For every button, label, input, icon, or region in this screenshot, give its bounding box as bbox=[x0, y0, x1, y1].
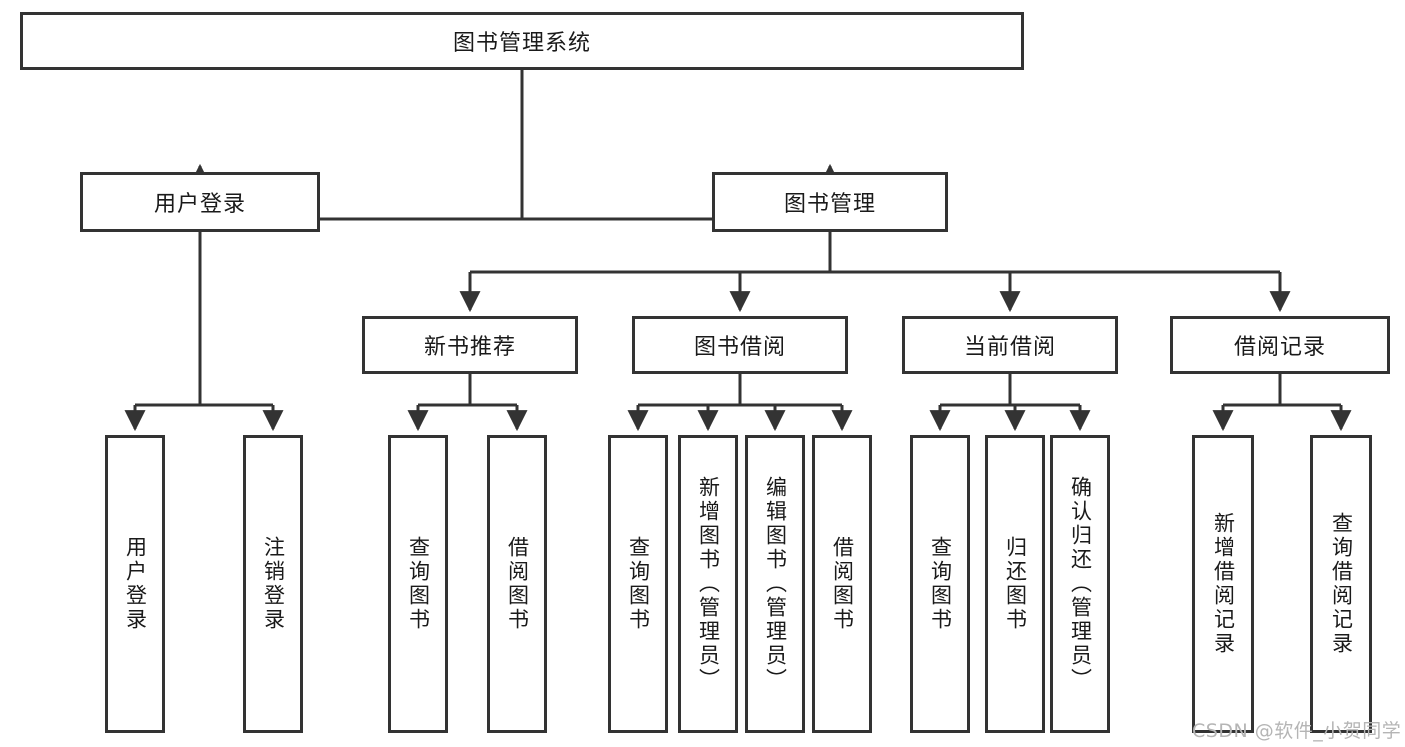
leaf-add-book-admin[interactable]: 新增图书（管理员） bbox=[678, 435, 738, 733]
leaf-edit-book-admin[interactable]: 编辑图书（管理员） bbox=[745, 435, 805, 733]
leaf-search-book-new-label: 查询图书 bbox=[406, 536, 431, 632]
leaf-confirm-return-admin[interactable]: 确认归还（管理员） bbox=[1050, 435, 1110, 733]
node-new-book-recommend-label: 新书推荐 bbox=[423, 335, 516, 360]
leaf-user-login-label: 用户登录 bbox=[123, 536, 148, 632]
node-current-borrow-label: 当前借阅 bbox=[963, 335, 1056, 360]
node-book-borrow[interactable]: 图书借阅 bbox=[632, 316, 848, 374]
node-borrow-record[interactable]: 借阅记录 bbox=[1170, 316, 1390, 374]
leaf-edit-book-admin-label: 编辑图书（管理员） bbox=[763, 476, 788, 692]
node-root[interactable]: 图书管理系统 bbox=[20, 12, 1024, 70]
leaf-search-borrow-record[interactable]: 查询借阅记录 bbox=[1310, 435, 1372, 733]
leaf-logout[interactable]: 注销登录 bbox=[243, 435, 303, 733]
leaf-borrow-book-label: 借阅图书 bbox=[830, 536, 855, 632]
leaf-add-book-admin-label: 新增图书（管理员） bbox=[696, 476, 721, 692]
leaf-search-book-borrow-label: 查询图书 bbox=[626, 536, 651, 632]
node-book-management[interactable]: 图书管理 bbox=[712, 172, 948, 232]
leaf-search-book-borrow[interactable]: 查询图书 bbox=[608, 435, 668, 733]
leaf-search-book-current[interactable]: 查询图书 bbox=[910, 435, 970, 733]
leaf-search-book-current-label: 查询图书 bbox=[928, 536, 953, 632]
csdn-watermark: CSDN @软件_小贺同学 bbox=[1192, 720, 1402, 742]
leaf-search-book-new[interactable]: 查询图书 bbox=[388, 435, 448, 733]
leaf-return-book[interactable]: 归还图书 bbox=[985, 435, 1045, 733]
node-user-login-label: 用户登录 bbox=[153, 192, 246, 217]
leaf-search-borrow-record-label: 查询借阅记录 bbox=[1329, 512, 1354, 656]
node-new-book-recommend[interactable]: 新书推荐 bbox=[362, 316, 578, 374]
leaf-borrow-book-new-label: 借阅图书 bbox=[505, 536, 530, 632]
node-root-label: 图书管理系统 bbox=[452, 31, 591, 56]
leaf-return-book-label: 归还图书 bbox=[1003, 536, 1028, 632]
leaf-add-borrow-record-label: 新增借阅记录 bbox=[1211, 512, 1236, 656]
leaf-confirm-return-admin-label: 确认归还（管理员） bbox=[1068, 476, 1093, 692]
node-borrow-record-label: 借阅记录 bbox=[1233, 335, 1326, 360]
node-book-management-label: 图书管理 bbox=[783, 192, 876, 217]
leaf-user-login[interactable]: 用户登录 bbox=[105, 435, 165, 733]
leaf-add-borrow-record[interactable]: 新增借阅记录 bbox=[1192, 435, 1254, 733]
leaf-logout-label: 注销登录 bbox=[261, 536, 286, 632]
node-user-login[interactable]: 用户登录 bbox=[80, 172, 320, 232]
node-book-borrow-label: 图书借阅 bbox=[693, 335, 786, 360]
leaf-borrow-book-new[interactable]: 借阅图书 bbox=[487, 435, 547, 733]
leaf-borrow-book[interactable]: 借阅图书 bbox=[812, 435, 872, 733]
node-current-borrow[interactable]: 当前借阅 bbox=[902, 316, 1118, 374]
